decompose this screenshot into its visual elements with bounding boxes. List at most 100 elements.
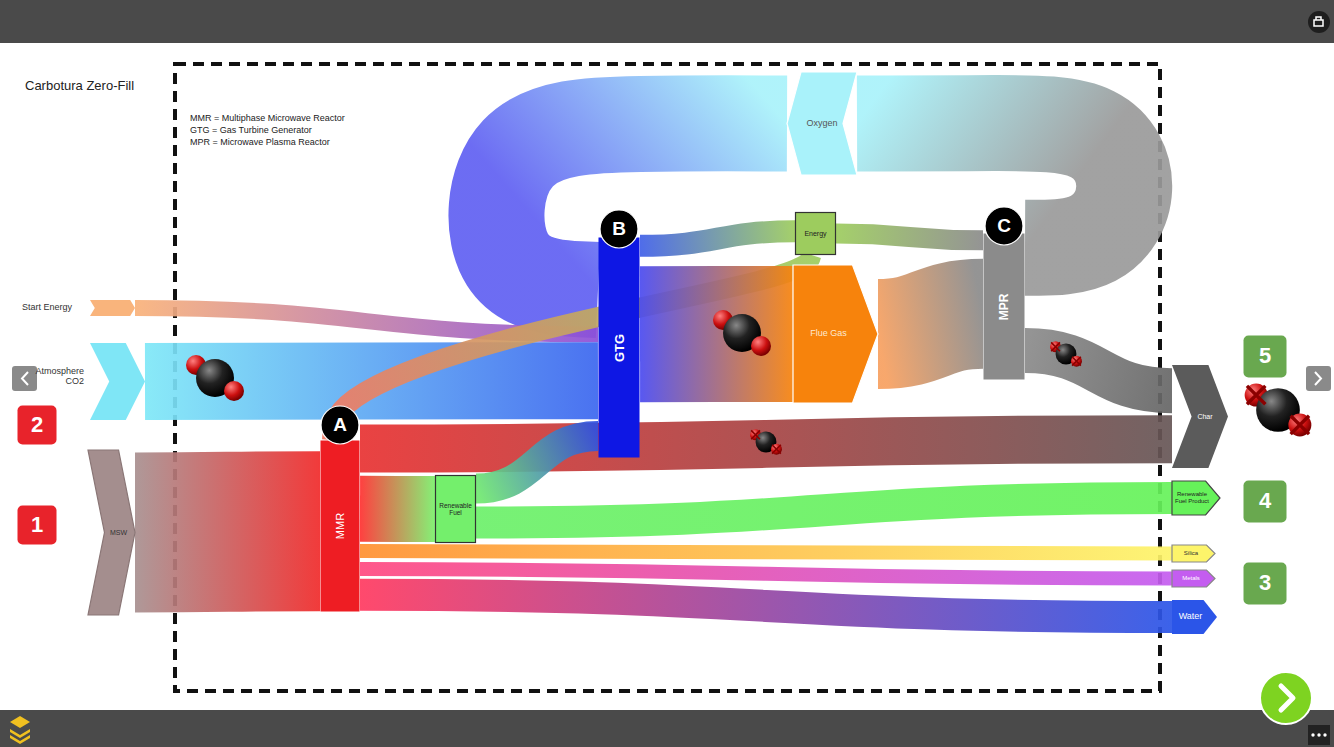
shape-fill xyxy=(984,234,1025,380)
node-label: 1 xyxy=(17,505,57,545)
output-arrow: Metals xyxy=(1172,570,1215,587)
flow-band xyxy=(332,255,811,440)
shape-fill xyxy=(1244,336,1287,378)
abbreviation-note: GTG = Gas Turbine Generator xyxy=(190,125,312,135)
step-marker: C xyxy=(984,206,1024,246)
node-label: Water xyxy=(1172,600,1217,634)
node-label: Start Energy xyxy=(22,298,88,318)
callout-number: 5 xyxy=(1243,335,1287,378)
reactor-bar: MPR xyxy=(983,233,1025,380)
shape-fill xyxy=(600,210,638,248)
node-label: C xyxy=(984,206,1024,246)
shape-fill xyxy=(90,343,145,420)
flow-band xyxy=(476,436,598,489)
flow-band xyxy=(496,123,787,290)
node-label: 2 xyxy=(17,405,57,445)
menu-icon xyxy=(1308,11,1330,33)
node-label: MSW xyxy=(88,450,135,615)
abbreviation-note: MPR = Microwave Plasma Reactor xyxy=(190,137,330,147)
co2-molecule xyxy=(186,355,244,401)
flow-band xyxy=(476,498,1172,523)
shape-fill xyxy=(321,441,360,612)
node-label: MMR xyxy=(320,440,360,612)
flow-band xyxy=(640,266,793,402)
flow-band xyxy=(640,231,795,245)
node-label: Renewable Fuel Product xyxy=(1172,481,1220,515)
node-label: MPR xyxy=(983,233,1025,380)
shape-fill xyxy=(436,476,476,543)
shape-fill xyxy=(796,213,836,255)
output-arrow: Char xyxy=(1172,365,1228,468)
shape-fill xyxy=(1172,570,1215,587)
flow-band xyxy=(360,551,1172,554)
shape-fill xyxy=(985,207,1023,245)
flow-band xyxy=(1025,351,1172,391)
callout-number: 2 xyxy=(17,405,57,445)
diagram-title: Carbotura Zero-Fill xyxy=(25,78,134,93)
callout-number: 4 xyxy=(1243,480,1287,523)
flow-band xyxy=(836,234,983,241)
callout-number: 1 xyxy=(17,505,57,545)
next-slide-button xyxy=(1306,366,1331,391)
output-arrow: Renewable Fuel Product xyxy=(1172,481,1220,515)
flow-band xyxy=(878,314,983,334)
flow-band xyxy=(360,569,1172,579)
node-label: 4 xyxy=(1243,480,1287,523)
continue-button xyxy=(1260,672,1312,724)
next-chevron xyxy=(1315,372,1321,385)
co2-molecule xyxy=(713,310,771,356)
shape-fill xyxy=(321,406,359,444)
node-label: GTG xyxy=(598,237,640,458)
prev-chevron xyxy=(22,372,28,385)
node-label: Atmosphere CO2 xyxy=(20,357,84,397)
shape-fill xyxy=(793,265,878,403)
input-arrow: MSW xyxy=(88,450,135,615)
node-label: Energy xyxy=(795,212,836,255)
shape-fill xyxy=(18,406,57,445)
node-label: Oxygen xyxy=(787,72,857,175)
menu-icon-glyph xyxy=(1314,17,1323,26)
node-label: Silica xyxy=(1172,545,1215,562)
flow-band xyxy=(135,531,320,532)
shape-fill xyxy=(1172,481,1220,515)
energy-box: Energy xyxy=(795,212,836,255)
node-label: B xyxy=(599,209,639,249)
prev-button xyxy=(12,366,37,391)
flow-band xyxy=(360,595,1172,617)
more-dot xyxy=(1311,733,1314,736)
brand-logo xyxy=(10,716,30,744)
step-marker: B xyxy=(599,209,639,249)
shape-outline xyxy=(90,300,135,316)
shape-fill xyxy=(1172,600,1217,634)
node-label: 3 xyxy=(1243,562,1287,605)
product-box: Renewable Fuel xyxy=(435,475,476,543)
shape-fill xyxy=(90,300,135,316)
node-label: Renewable Fuel xyxy=(435,475,476,543)
captured-co2-molecule xyxy=(1050,341,1082,366)
flow-band xyxy=(360,476,435,542)
more-dot xyxy=(1323,733,1326,736)
shape-fill xyxy=(18,506,57,545)
shape-fill xyxy=(1172,545,1215,562)
abbreviation-note: MMR = Multiphase Microwave Reactor xyxy=(190,113,345,123)
output-arrow: Silica xyxy=(1172,545,1215,562)
continue-chevron xyxy=(1281,686,1293,710)
node-label: A xyxy=(320,405,360,445)
shape-outline xyxy=(90,343,145,420)
more-dot xyxy=(1317,733,1320,736)
step-marker: A xyxy=(320,405,360,445)
node-label: Char xyxy=(1172,365,1228,468)
output-arrow: Water xyxy=(1172,600,1217,634)
shape-fill xyxy=(1172,365,1228,468)
node-label: Metals xyxy=(1172,570,1215,587)
shape-fill xyxy=(1244,563,1287,605)
flow-arrow: Flue Gas xyxy=(793,265,878,403)
flow-chevron: Oxygen xyxy=(787,72,857,175)
generator-bar: GTG xyxy=(598,237,640,458)
reactor-bar: MMR xyxy=(320,440,360,612)
shape-fill xyxy=(88,450,135,615)
shape-fill xyxy=(599,238,640,458)
node-label: Flue Gas xyxy=(793,265,878,403)
shape-fill xyxy=(1244,481,1287,523)
